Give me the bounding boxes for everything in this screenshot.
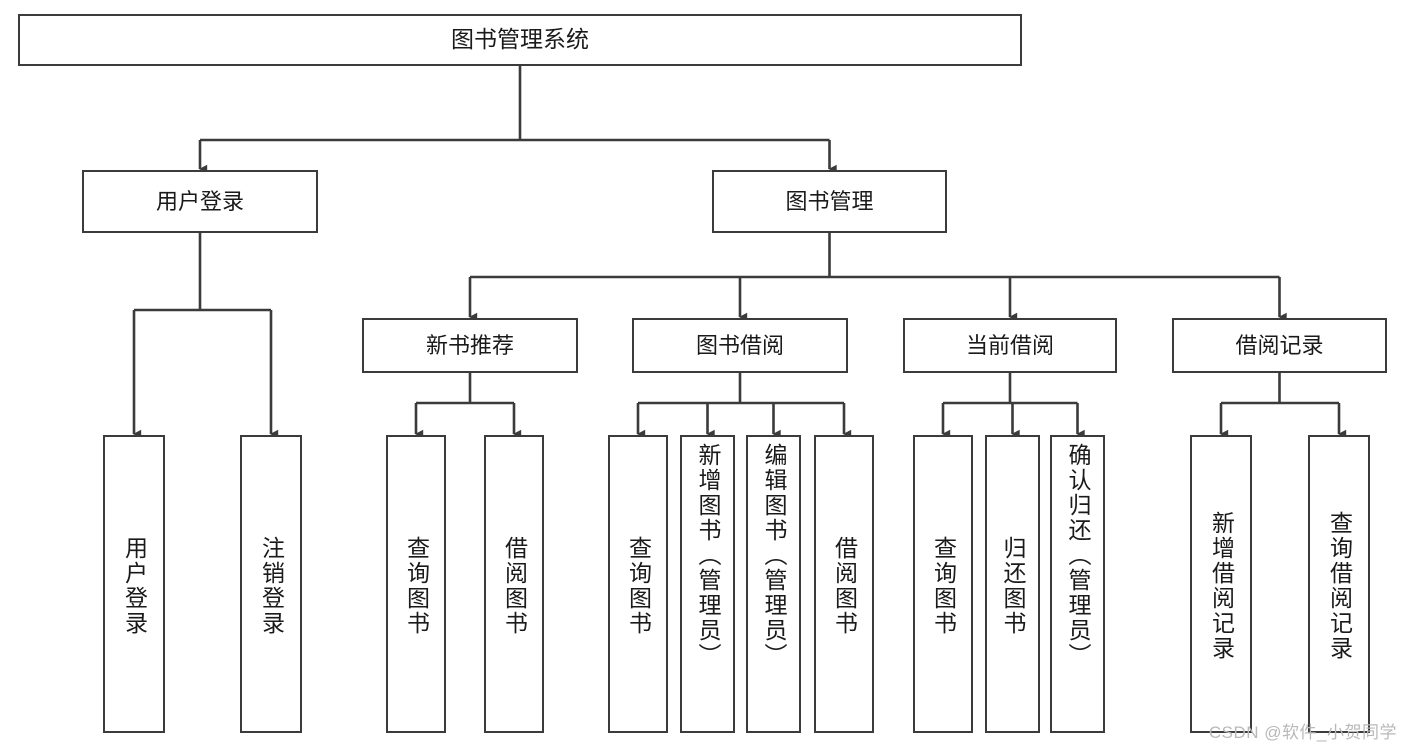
- node-current-borrow[interactable]: 当前借阅: [903, 318, 1117, 373]
- node-label: 图书借阅: [695, 332, 784, 358]
- leaf-add-borrow-record[interactable]: 新增借阅记录: [1190, 435, 1252, 733]
- watermark: CSDN @软件_小贺同学: [1208, 723, 1397, 742]
- node-label: 新增图书（管理员）: [695, 443, 721, 668]
- node-label: 查询图书: [625, 536, 652, 636]
- leaf-confirm-return-admin[interactable]: 确认归还（管理员）: [1050, 435, 1105, 733]
- leaf-return-book[interactable]: 归还图书: [985, 435, 1040, 733]
- leaf-query-borrow-record[interactable]: 查询借阅记录: [1308, 435, 1370, 733]
- node-label: 用户登录: [121, 536, 148, 636]
- node-label: 注销登录: [258, 536, 285, 636]
- leaf-query-book-recommend[interactable]: 查询图书: [386, 435, 446, 733]
- node-book-borrow[interactable]: 图书借阅: [632, 318, 848, 373]
- leaf-query-book-borrow[interactable]: 查询图书: [608, 435, 668, 733]
- leaf-borrow-book-recommend[interactable]: 借阅图书: [484, 435, 544, 733]
- leaf-query-book-current[interactable]: 查询图书: [913, 435, 973, 733]
- node-label: 确认归还（管理员）: [1065, 443, 1091, 668]
- node-label: 借阅图书: [501, 536, 528, 636]
- node-label: 查询借阅记录: [1326, 511, 1353, 661]
- node-label: 新增借阅记录: [1208, 511, 1235, 661]
- node-label: 当前借阅: [965, 332, 1054, 358]
- node-label: 归还图书: [1000, 536, 1026, 636]
- node-label: 图书管理: [785, 188, 874, 214]
- leaf-user-login[interactable]: 用户登录: [103, 435, 165, 733]
- node-label: 查询图书: [930, 536, 957, 636]
- node-label: 图书管理系统: [451, 26, 589, 53]
- node-label: 借阅记录: [1235, 332, 1324, 358]
- node-label: 借阅图书: [831, 536, 858, 636]
- node-borrow-record[interactable]: 借阅记录: [1172, 318, 1387, 373]
- leaf-edit-book-admin[interactable]: 编辑图书（管理员）: [746, 435, 801, 733]
- node-label: 查询图书: [403, 536, 430, 636]
- node-new-book-recommend[interactable]: 新书推荐: [362, 318, 578, 373]
- node-label: 新书推荐: [425, 332, 514, 358]
- node-book-management[interactable]: 图书管理: [712, 170, 947, 233]
- node-label: 编辑图书（管理员）: [761, 443, 787, 668]
- node-user-login[interactable]: 用户登录: [82, 170, 318, 233]
- leaf-logout[interactable]: 注销登录: [240, 435, 302, 733]
- leaf-add-book-admin[interactable]: 新增图书（管理员）: [680, 435, 735, 733]
- leaf-borrow-book[interactable]: 借阅图书: [814, 435, 874, 733]
- node-label: 用户登录: [155, 188, 244, 214]
- node-root[interactable]: 图书管理系统: [18, 14, 1022, 66]
